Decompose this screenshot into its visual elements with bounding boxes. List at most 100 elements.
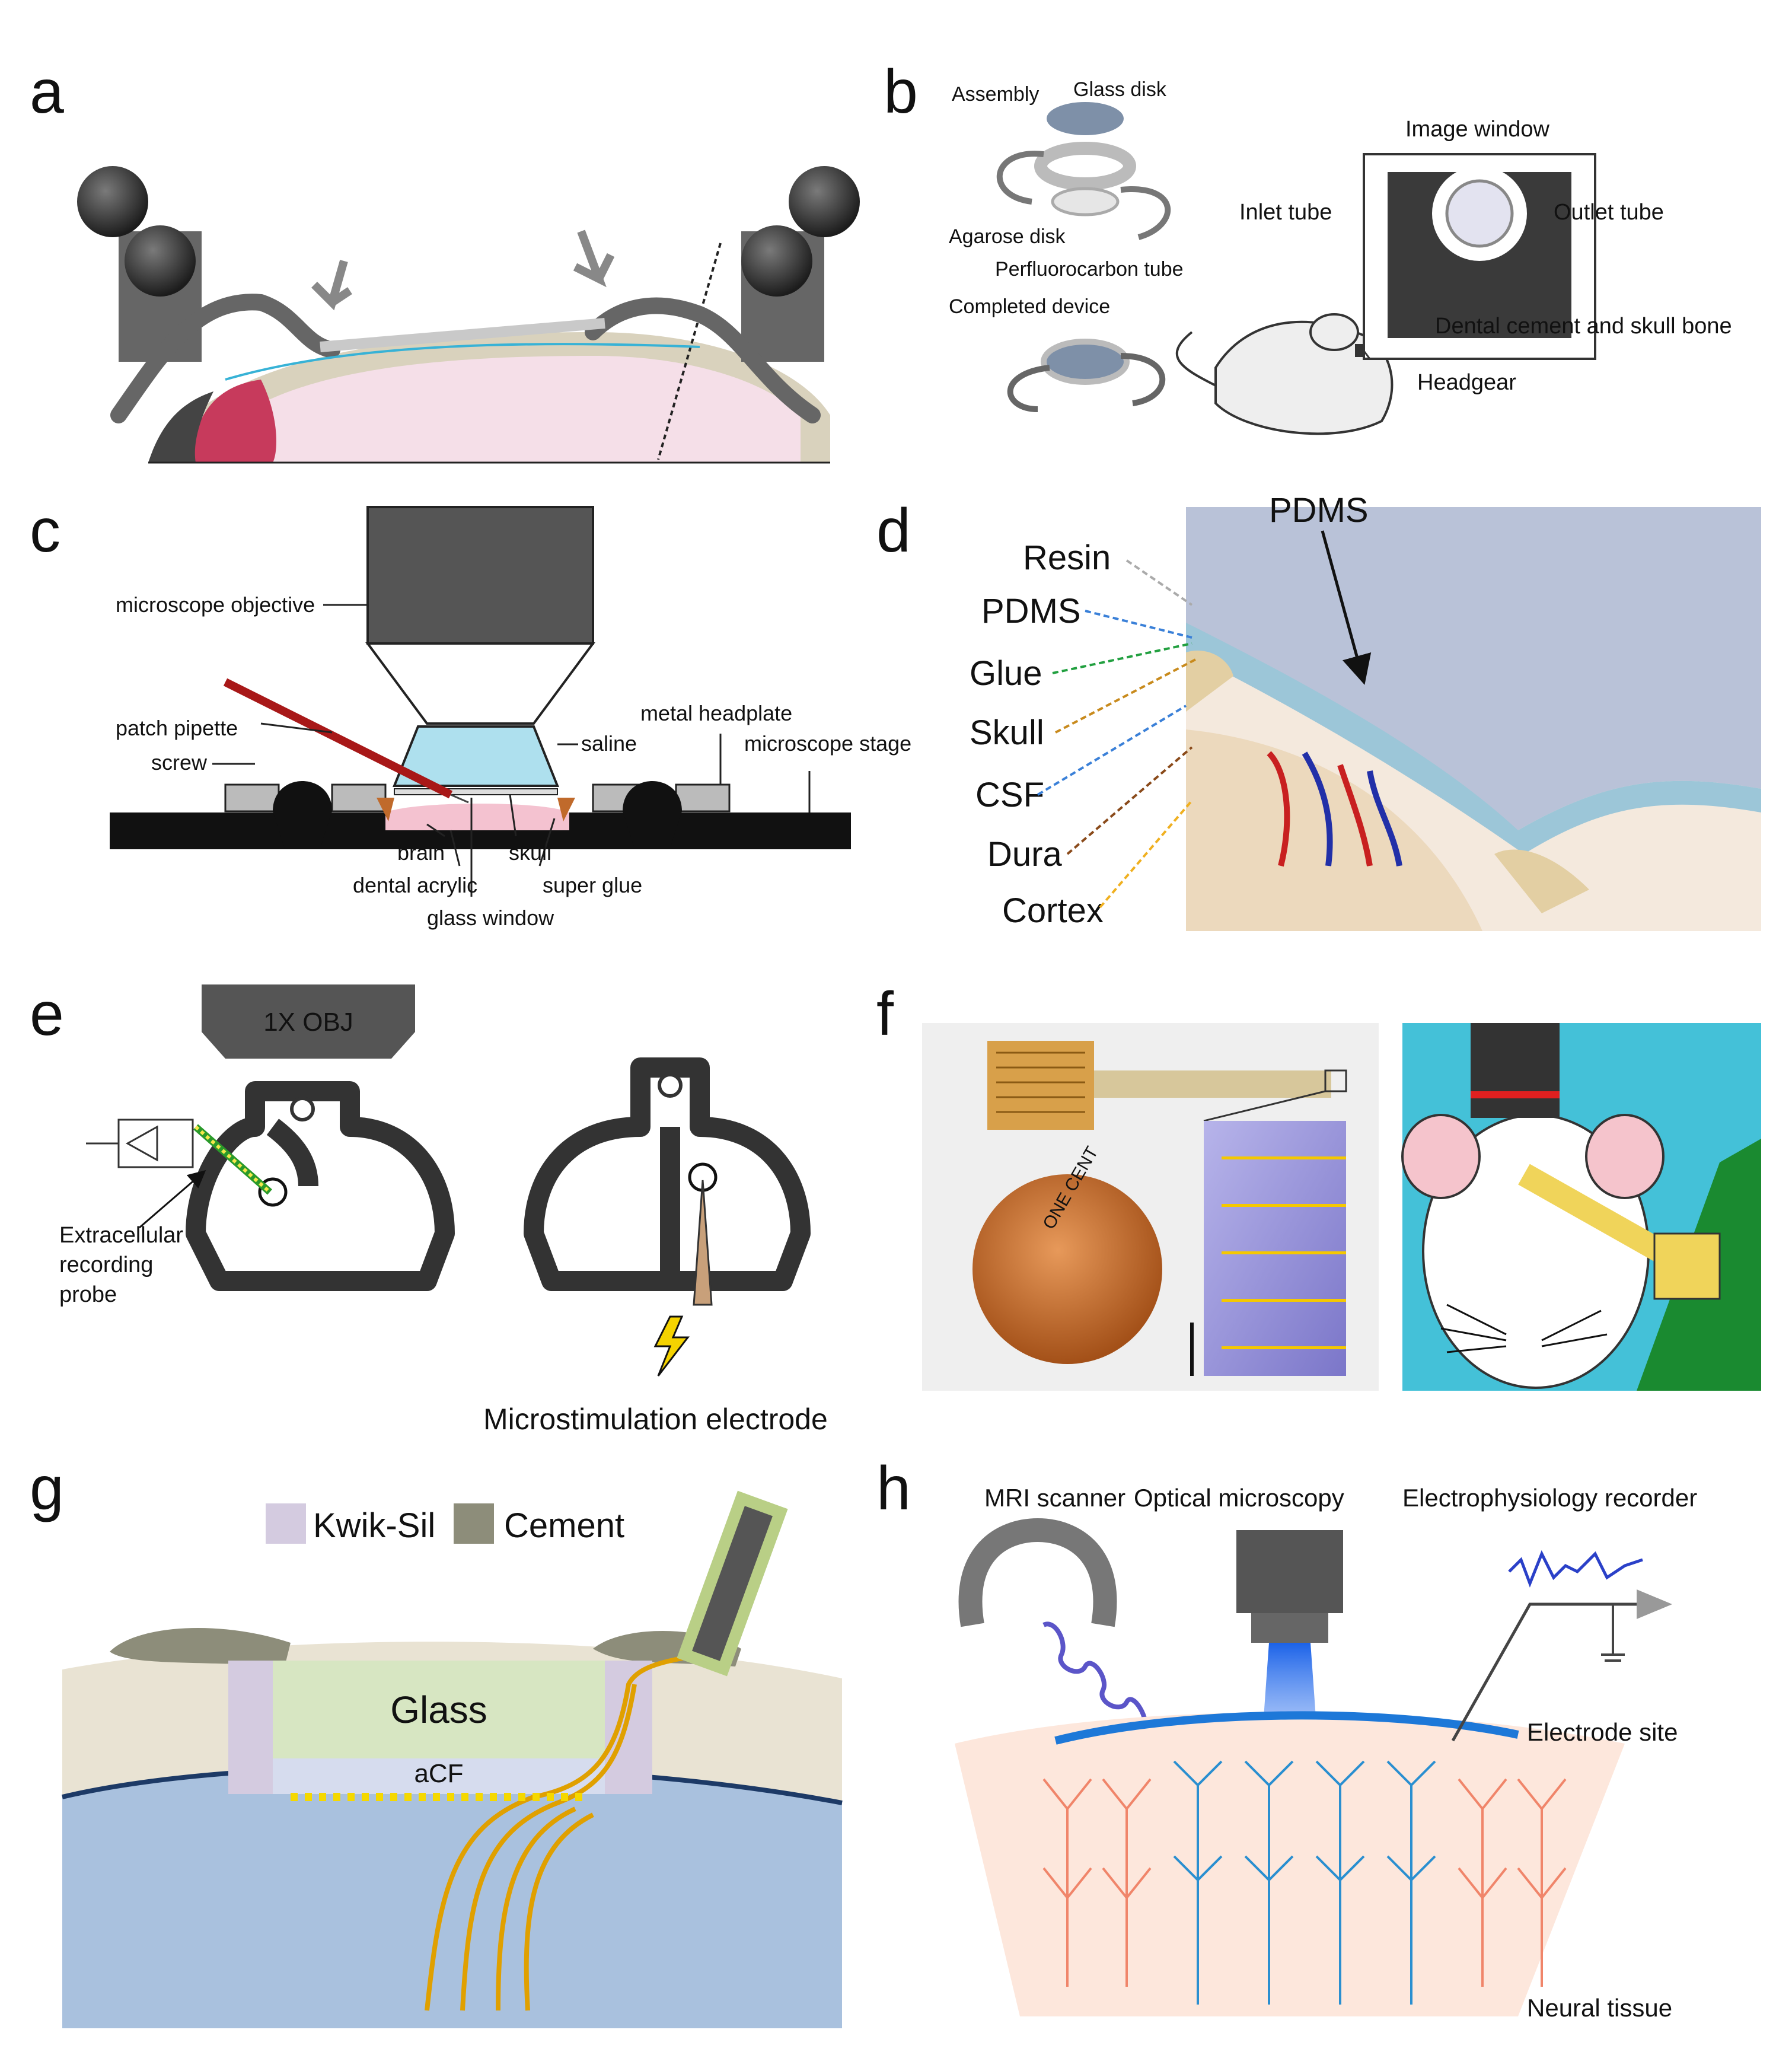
label-glass-window: glass window <box>427 906 554 930</box>
panel-d: d PDMS Resin PDMS Glue Skull CSF Dura Co… <box>876 491 1761 931</box>
brain-surface <box>62 1766 842 2028</box>
acf-layer <box>273 1758 605 1794</box>
panel-label-e: e <box>30 980 64 1049</box>
exposed-cortex <box>190 380 276 463</box>
mri-scanner-icon <box>958 1518 1117 1627</box>
whiskers <box>1440 1304 1608 1353</box>
screw-right <box>623 781 682 848</box>
label-microstim: Microstimulation electrode <box>483 1403 828 1436</box>
label-probe-3: probe <box>59 1282 117 1307</box>
panel-b: b Assembly Glass disk Agarose disk Perfl… <box>884 58 1732 435</box>
label-probe-2: recording <box>59 1253 153 1277</box>
glass-disk <box>1047 102 1124 135</box>
panel-a: a <box>30 58 860 464</box>
label-probe-1: Extracellular <box>59 1223 183 1248</box>
label-skull: Skull <box>970 713 1044 752</box>
screw-left <box>273 781 332 848</box>
label-pdms-top: PDMS <box>1269 491 1369 530</box>
neurons-red-left <box>1042 1778 1152 1987</box>
label-inlet-tube: Inlet tube <box>1239 200 1332 225</box>
glass-block <box>273 1661 605 1758</box>
panel-label-g: g <box>30 1454 64 1523</box>
label-ephys: Electrophysiology recorder <box>1402 1484 1697 1512</box>
label-screw: screw <box>151 750 208 775</box>
label-microscope-stage: microscope stage <box>744 731 911 756</box>
completed-device <box>1041 339 1130 385</box>
label-csf: CSF <box>975 776 1044 814</box>
arrow-left-icon <box>311 260 352 311</box>
cut-line <box>657 243 722 460</box>
mouse-illustration <box>1175 313 1394 435</box>
label-dental-cement: Dental cement and skull bone <box>1435 314 1732 339</box>
label-super-glue: super glue <box>543 873 642 897</box>
label-kwik-sil: Kwik-Sil <box>313 1506 435 1545</box>
label-saline: saline <box>581 731 637 756</box>
neurons-red-right <box>1458 1778 1567 1987</box>
label-assembly: Assembly <box>952 83 1039 106</box>
panel-label-a: a <box>30 58 64 126</box>
ephys-trace <box>1508 1550 1643 1588</box>
headplate-left-frame <box>186 1081 455 1291</box>
headplate-right <box>585 297 821 423</box>
glass-coverslip <box>320 318 605 352</box>
legend-kwik-sil-swatch <box>266 1503 306 1544</box>
label-dental-acrylic: dental acrylic <box>353 873 477 897</box>
headplate-left <box>110 294 340 423</box>
label-perfluorocarbon-tube: Perfluorocarbon tube <box>995 258 1184 281</box>
label-agarose-disk: Agarose disk <box>949 225 1066 248</box>
panel-label-f: f <box>876 980 894 1049</box>
label-electrode-site: Electrode site <box>1527 1718 1678 1746</box>
headplate-right-frame <box>524 1057 811 1291</box>
outlet-tube-shape <box>1120 186 1171 240</box>
lightning-icon <box>653 1315 690 1377</box>
label-headgear: Headgear <box>1417 370 1516 395</box>
label-microscope-objective: microscope objective <box>116 592 315 617</box>
label-skull: skull <box>509 840 551 865</box>
skull-bone-left <box>1186 650 1233 712</box>
panel-label-h: h <box>876 1454 911 1523</box>
label-glass-disk: Glass disk <box>1073 78 1167 101</box>
panel-h: h MRI scanner Optical microscopy Electro… <box>876 1454 1697 2022</box>
flexible-electrode-pads <box>987 1041 1094 1130</box>
carbon-fiber-leads <box>425 1646 725 2011</box>
agarose-disk-shape <box>1051 187 1120 216</box>
electrode-array <box>1204 1121 1346 1376</box>
panel-g: g Kwik-Sil Cement Glass aCF <box>30 1454 843 2028</box>
objective-1x <box>202 984 415 1059</box>
microscope-objective-h <box>1236 1530 1343 1613</box>
inlet-tube-shape <box>996 151 1044 205</box>
ear-bar-left <box>77 166 202 362</box>
label-patch-pipette: patch pipette <box>116 716 238 740</box>
dark-tissue <box>148 391 213 463</box>
stim-electrode <box>693 1180 713 1306</box>
cement-left <box>110 1627 291 1667</box>
amplifier-triangle <box>1637 1589 1672 1619</box>
cortex-layer <box>1186 729 1482 931</box>
panel-label-b: b <box>884 58 918 126</box>
label-image-window: Image window <box>1405 117 1549 142</box>
ring-spacer <box>1034 142 1136 190</box>
label-cortex: Cortex <box>1002 891 1104 930</box>
label-mri: MRI scanner <box>984 1484 1125 1512</box>
label-glue: Glue <box>970 654 1042 693</box>
label-dura: Dura <box>987 835 1062 874</box>
recorder-wire <box>1451 1602 1637 1742</box>
electrode-array-h <box>1054 1711 1519 1745</box>
patch-pipette-shape <box>223 678 453 799</box>
penny-coin <box>972 1174 1162 1364</box>
label-acf: aCF <box>414 1759 463 1788</box>
skull-bone-right <box>1494 849 1589 913</box>
array-traces <box>1222 1156 1346 1349</box>
panel-f: f ONE CENT <box>876 980 1761 1391</box>
label-metal-headplate: metal headplate <box>640 701 792 725</box>
label-pdms: PDMS <box>981 592 1081 630</box>
blood-vessels <box>1267 751 1402 867</box>
legend-cement-swatch <box>454 1503 494 1544</box>
panel-c: c microscope objective patch p <box>30 496 911 930</box>
label-objective: 1X OBJ <box>263 1008 353 1037</box>
panel-e: e 1X OBJ Extracellular recording probe M… <box>30 980 828 1436</box>
panel-label-d: d <box>876 496 911 565</box>
brain-tissue <box>196 356 801 463</box>
brain-tissue-h <box>955 1712 1625 2016</box>
